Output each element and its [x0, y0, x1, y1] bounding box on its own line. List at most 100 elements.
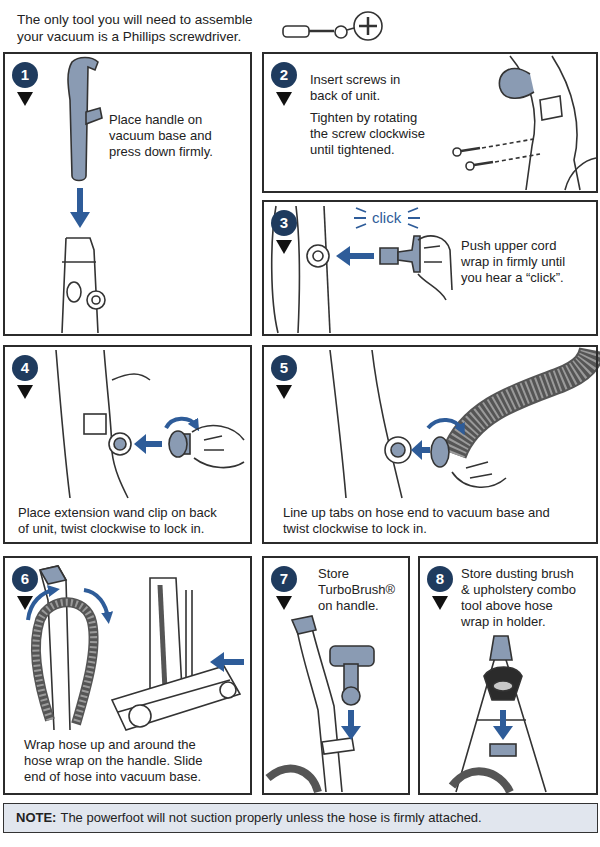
down-arrowhead [341, 726, 361, 740]
push-arrow [422, 447, 430, 453]
screwdriver-icon [283, 12, 382, 40]
vacuum-body [104, 350, 128, 498]
tool-holder [490, 744, 516, 756]
screw-hole [87, 291, 105, 309]
down-arrowhead [493, 726, 513, 740]
instruction-text: Line up tabs on hose end to vacuum base … [283, 505, 568, 537]
badge-circle [12, 566, 38, 592]
instruction-text: Tighten by rotating the screw clockwise … [310, 110, 428, 158]
step1-art [62, 58, 105, 334]
port [67, 282, 81, 302]
brush-ring [493, 681, 513, 691]
mount-hole [307, 245, 329, 267]
badge-circle [12, 355, 38, 381]
step-number-badge: 7 [271, 566, 297, 610]
powerfoot [112, 666, 240, 730]
hand [452, 462, 506, 487]
step-number: 5 [271, 355, 297, 381]
step5-art [330, 350, 592, 498]
mount-hole-inner [313, 251, 323, 261]
wheel [565, 158, 596, 190]
step-number: 7 [271, 566, 297, 592]
screw-head [466, 162, 474, 170]
step4-art [56, 350, 244, 498]
instruction-text: Store dusting brush & upholstery combo t… [461, 566, 579, 630]
vacuum-base [62, 238, 98, 333]
badge-pointer [276, 385, 292, 399]
hose-end [431, 437, 449, 467]
step-number: 4 [12, 355, 38, 381]
hose [268, 769, 318, 792]
badge-pointer [432, 596, 448, 610]
twist-arrow [166, 419, 196, 428]
bracket [540, 96, 562, 120]
note-text: The powerfoot will not suction properly … [60, 810, 481, 825]
hose [160, 585, 165, 690]
dusting-brush [484, 667, 522, 700]
wand-clip-face [169, 431, 187, 457]
step-panel: Store TurboBrush® on handle. 7 [262, 556, 410, 795]
vacuum-body [330, 350, 346, 498]
instruction-text: Insert screws in back of unit. [310, 72, 428, 104]
step-number-badge: 3 [271, 210, 297, 254]
instruction-text: Store TurboBrush® on handle. [318, 566, 404, 614]
body-edge [112, 374, 150, 380]
screw-path [482, 139, 534, 148]
vacuum-body [372, 350, 402, 498]
handle-loop [499, 69, 534, 99]
badge-pointer [17, 385, 33, 399]
wheel [220, 682, 236, 698]
down-arrow [77, 188, 83, 214]
step7-art [268, 616, 374, 792]
step-number-badge: 5 [271, 355, 297, 399]
mount [84, 414, 106, 434]
down-arrow [348, 710, 354, 728]
hose-port [385, 437, 411, 463]
handle-grip [292, 616, 316, 634]
step8-art [452, 636, 546, 792]
hand [418, 236, 452, 300]
instruction-text: Wrap hose up and around the hose wrap on… [24, 737, 212, 785]
screw-hole-inner [92, 296, 100, 304]
screwdriver-handle [283, 26, 309, 37]
badge-circle [271, 355, 297, 381]
click-marks [354, 208, 420, 228]
down-arrow [500, 710, 506, 728]
wheel [129, 705, 151, 727]
step3-art [272, 206, 452, 333]
screwdriver-shaft [309, 30, 334, 33]
vacuum-body [56, 350, 70, 498]
push-arrowhead [134, 434, 146, 454]
step-number-badge: 2 [271, 62, 297, 106]
badge-circle [271, 62, 297, 88]
step-number-badge: 6 [12, 566, 38, 610]
insert-arrowhead [210, 652, 224, 672]
hose [452, 771, 510, 792]
instruction-text: Place extension wand clip on back of uni… [18, 505, 223, 537]
step-number-badge: 1 [12, 62, 38, 106]
badge-pointer [17, 596, 33, 610]
cord-wrap [380, 248, 398, 264]
step-number: 1 [12, 62, 38, 88]
step-number-badge: 4 [12, 355, 38, 399]
note-line: NOTE:The powerfoot will not suction prop… [16, 810, 482, 826]
badge-pointer [276, 596, 292, 610]
hose [454, 350, 592, 454]
instruction-text: Push upper cord wrap in firmly until you… [461, 238, 583, 286]
turbobrush-neck [344, 664, 358, 690]
note-bar: NOTE:The powerfoot will not suction prop… [3, 803, 598, 833]
hose-ribs [454, 350, 592, 454]
sheet-title: The only tool you will need to assemble … [17, 11, 257, 45]
screw-path [495, 154, 540, 162]
step-panel: Insert screws in back of unit. Tighten by… [262, 52, 598, 193]
step6-art [28, 566, 244, 730]
wand-port [109, 433, 131, 455]
badge-circle [271, 210, 297, 236]
phillips-head-symbol [354, 12, 382, 40]
cord-wrap-hook [398, 236, 420, 272]
leader-line [347, 28, 354, 30]
insert-arrow [224, 659, 244, 665]
